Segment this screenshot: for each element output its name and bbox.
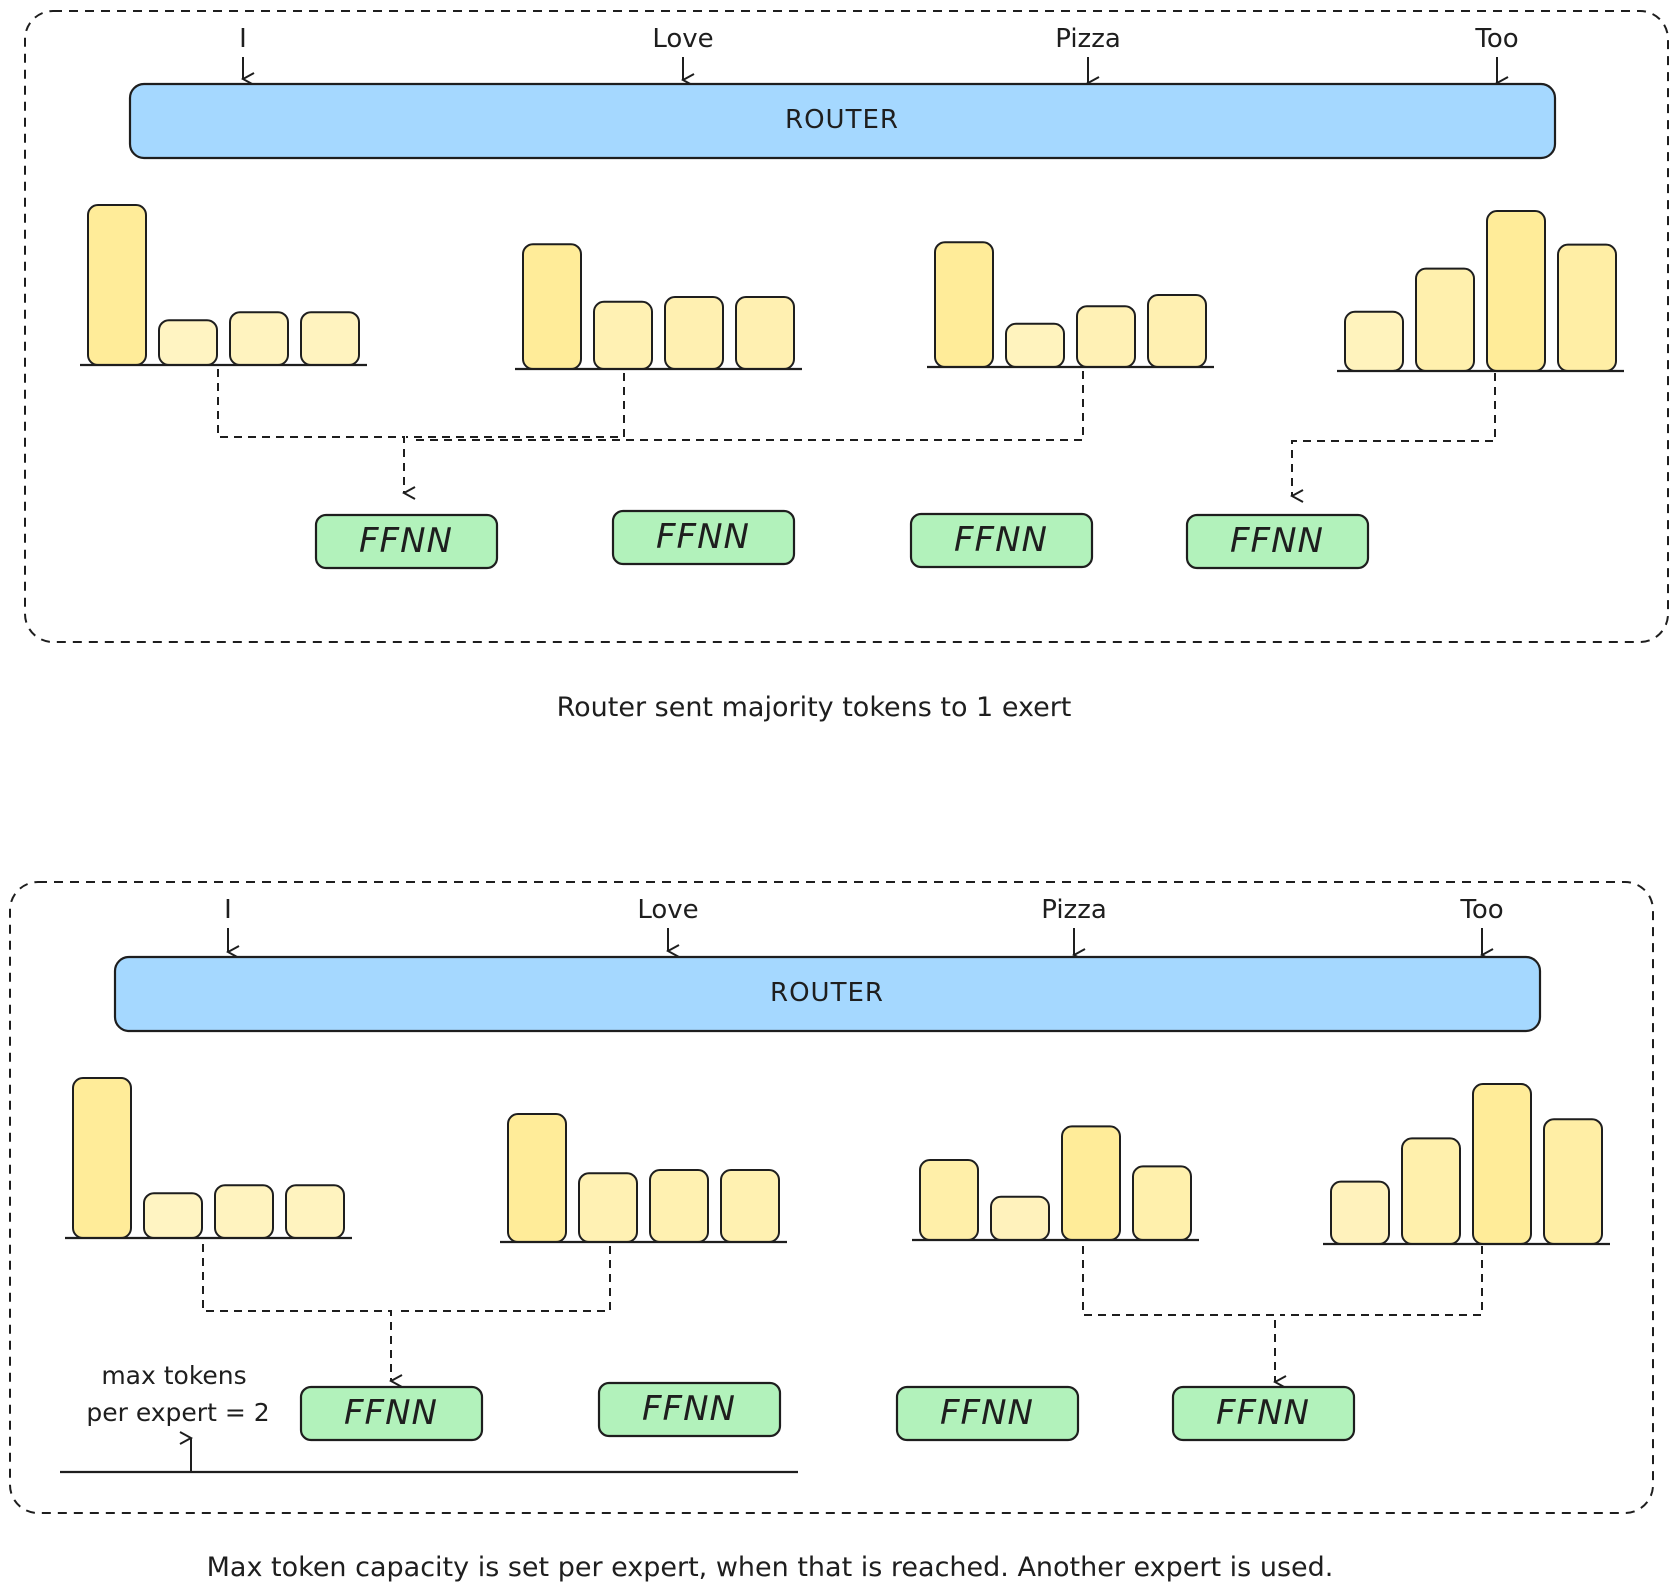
score-bar-love-expert-3: [649, 1169, 709, 1243]
score-bar-too-expert-4: [1543, 1118, 1603, 1245]
score-bar-i-expert-1: [72, 1077, 132, 1239]
score-bar-pizza-expert-1: [934, 241, 994, 368]
token-i: I: [239, 24, 247, 54]
router-label: ROUTER: [785, 105, 899, 135]
capacity-note-line-1: max tokens: [101, 1361, 246, 1390]
score-bar-pizza-expert-2: [1005, 322, 1065, 368]
expert-4-label: FFNN: [1216, 1393, 1310, 1433]
token-i: I: [224, 895, 232, 925]
token-score-charts: [80, 204, 1624, 373]
router-box: [128, 82, 1557, 160]
score-bar-love-expert-2: [593, 300, 653, 370]
score-bar-pizza-expert-3: [1061, 1125, 1121, 1242]
score-bar-love-expert-1: [507, 1113, 567, 1243]
token-score-charts: [65, 1077, 1610, 1246]
expert-3: FFNN: [909, 512, 1094, 569]
score-bar-love-expert-4: [720, 1169, 780, 1243]
score-bar-i-expert-3: [214, 1184, 274, 1239]
score-bar-i-expert-4: [285, 1184, 345, 1239]
expert-1: FFNN: [314, 513, 499, 570]
token-pizza: Pizza: [1041, 895, 1107, 925]
panel-top-frame: [24, 10, 1669, 643]
score-bar-i-expert-4: [300, 311, 360, 367]
capacity-note-line-2: per expert = 2: [86, 1398, 269, 1427]
router-box: [113, 955, 1542, 1033]
score-bar-too-expert-3: [1486, 210, 1546, 372]
route-pizza-to-expert-1: [412, 371, 1084, 441]
caption-bottom: Max token capacity is set per expert, wh…: [207, 1552, 1334, 1583]
panel-bottom-frame: [9, 881, 1654, 1514]
score-bar-love-expert-3: [664, 296, 724, 370]
expert-4: FFNN: [1171, 1385, 1356, 1442]
score-bar-pizza-expert-3: [1076, 305, 1136, 369]
route-love-to-expert-1: [406, 373, 625, 438]
router-label: ROUTER: [770, 978, 884, 1008]
expert-2: FFNN: [597, 1381, 782, 1438]
score-bar-too-expert-1: [1330, 1180, 1390, 1245]
score-bar-i-expert-2: [143, 1192, 203, 1239]
score-bar-love-expert-1: [522, 243, 582, 370]
score-bar-too-expert-3: [1472, 1083, 1532, 1245]
route-pizza-to-expert-4: [1082, 1246, 1275, 1382]
score-bar-love-expert-2: [578, 1172, 638, 1243]
panel-bottom: I Love Pizza Too ROUTER FFNN FFNN FFNN F…: [9, 881, 1654, 1514]
expert-2-label: FFNN: [656, 517, 750, 557]
score-bar-pizza-expert-4: [1147, 294, 1207, 368]
score-bar-pizza-expert-4: [1132, 1165, 1192, 1242]
expert-3-label: FFNN: [954, 520, 1048, 560]
token-too: Too: [1459, 895, 1503, 925]
score-bar-too-expert-2: [1415, 267, 1475, 373]
score-bar-i-expert-3: [229, 311, 289, 367]
token-love: Love: [637, 895, 698, 925]
expert-2-label: FFNN: [642, 1389, 736, 1429]
caption-top: Router sent majority tokens to 1 exert: [557, 692, 1072, 723]
route-i-to-expert-1: [217, 369, 404, 493]
expert-1-label: FFNN: [344, 1393, 438, 1433]
route-too-to-expert-4: [1292, 373, 1496, 496]
score-bar-pizza-expert-2: [990, 1195, 1050, 1242]
expert-3: FFNN: [895, 1385, 1080, 1442]
score-bar-love-expert-4: [735, 296, 795, 370]
expert-4-label: FFNN: [1230, 521, 1324, 561]
route-too-to-expert-4: [1280, 1246, 1483, 1316]
score-bar-too-expert-1: [1344, 310, 1404, 372]
expert-4: FFNN: [1185, 513, 1370, 570]
token-too: Too: [1474, 24, 1518, 54]
score-bar-too-expert-2: [1401, 1137, 1461, 1246]
score-bar-pizza-expert-1: [919, 1159, 979, 1241]
score-bar-too-expert-4: [1557, 243, 1617, 373]
expert-1-label: FFNN: [359, 521, 453, 561]
token-pizza: Pizza: [1055, 24, 1121, 54]
expert-2: FFNN: [611, 509, 796, 566]
score-bar-i-expert-1: [87, 204, 147, 366]
route-love-to-expert-1: [395, 1246, 611, 1312]
expert-1: FFNN: [299, 1385, 484, 1442]
token-love: Love: [652, 24, 713, 54]
score-bar-i-expert-2: [158, 319, 218, 367]
route-i-to-expert-1: [202, 1244, 391, 1381]
panel-top: I Love Pizza Too ROUTER FFNN FFNN FFNN: [24, 10, 1669, 643]
expert-3-label: FFNN: [940, 1393, 1034, 1433]
